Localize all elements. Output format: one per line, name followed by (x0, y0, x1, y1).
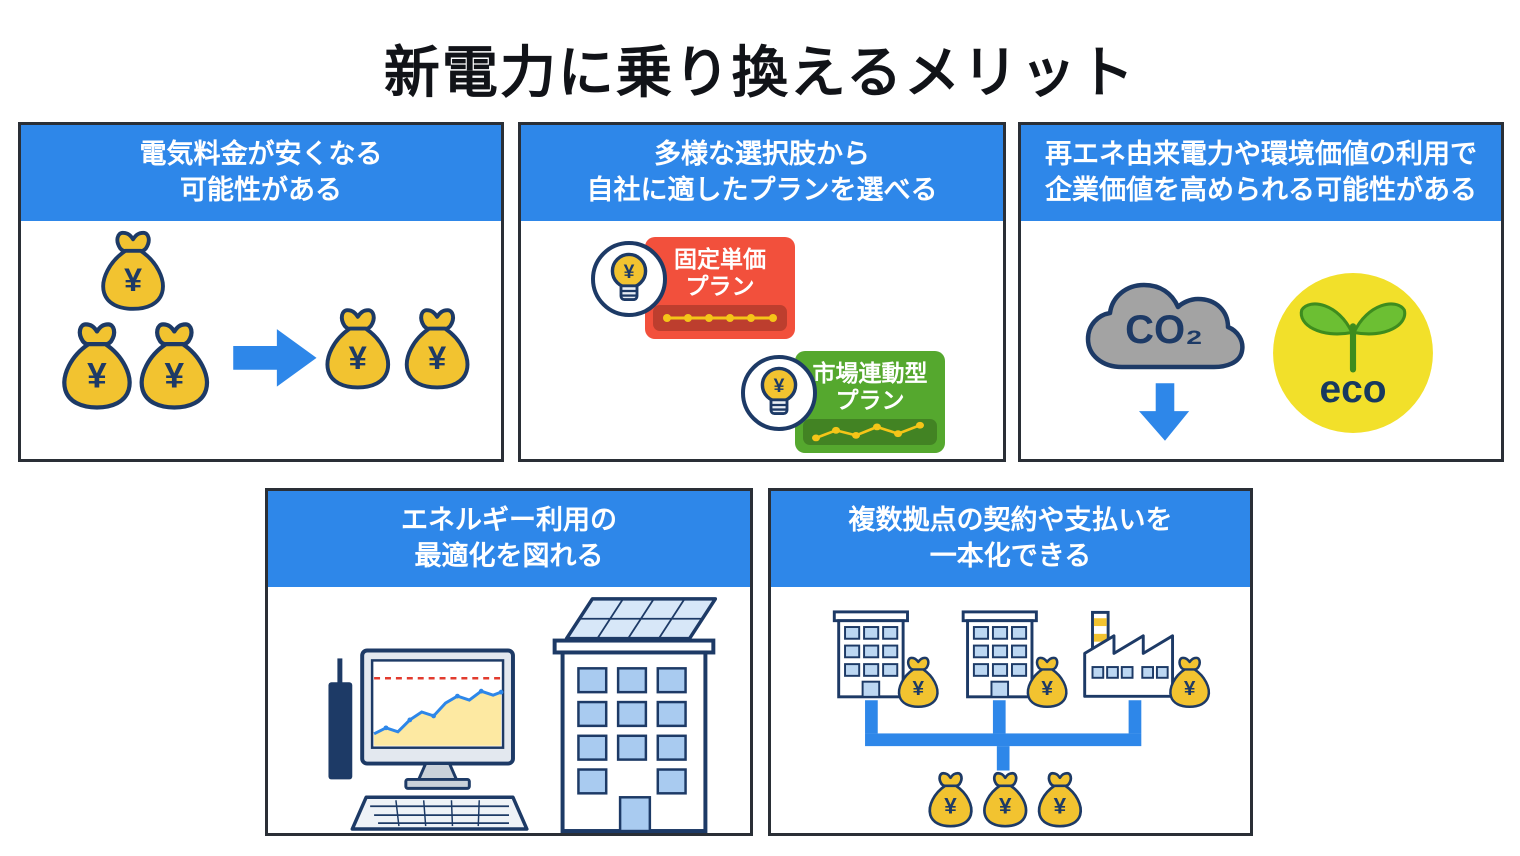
eco-label: eco (1319, 368, 1386, 411)
consolidation-illustration: ¥ ¥ ¥ ¥ (832, 610, 1211, 828)
fixed-price-plan: ¥ 固定単価 プラン (589, 237, 795, 340)
money-bag-icon: ¥ (897, 656, 939, 709)
plan-label-line: プラン (685, 272, 755, 299)
yen-symbol: ¥ (349, 339, 368, 376)
lightbulb-yen-icon: ¥ (591, 241, 667, 317)
monitor-chart-icon (360, 648, 515, 790)
solar-building-icon (552, 597, 718, 833)
money-bag-icon: ¥ (142, 324, 207, 407)
plan-label-line: プラン (835, 386, 905, 413)
yen-symbol: ¥ (165, 357, 185, 396)
money-bag-icon: ¥ (404, 308, 470, 390)
header-line: 自社に適したプランを選べる (586, 175, 938, 205)
card-plan-choice: 多様な選択肢から 自社に適したプランを選べる ¥ 固定単価 プラン (518, 122, 1006, 462)
money-bags-illustration: ¥ ¥ ¥ ¥ ¥ (21, 230, 470, 459)
building-door (618, 796, 652, 833)
yen-symbol: ¥ (124, 262, 142, 298)
header-line: 一本化できる (929, 541, 1092, 571)
energy-optimization-illustration (328, 597, 718, 833)
market-linked-plan-box: 市場連動型 プラン (795, 351, 945, 454)
keyboard-icon (350, 795, 529, 831)
card-cheaper-bills: 電気料金が安くなる 可能性がある ¥ ¥ ¥ ¥ ¥ (18, 122, 504, 462)
co2-cloud-icon: CO₂ (1085, 282, 1245, 370)
pc-tower-icon (328, 658, 353, 780)
header-line: 複数拠点の契約や支払いを (848, 505, 1173, 536)
card-cheaper-bills-header: 電気料金が安くなる 可能性がある (21, 125, 501, 221)
yen-symbol: ¥ (944, 794, 957, 819)
header-line: 可能性がある (180, 175, 342, 205)
money-bag-icon: ¥ (1037, 771, 1083, 828)
yen-symbol: ¥ (999, 794, 1012, 819)
plan-label-line: 固定単価 (674, 246, 766, 272)
yen-symbol: ¥ (87, 357, 107, 396)
card-consolidate-payments-header: 複数拠点の契約や支払いを 一本化できる (771, 491, 1250, 587)
arrow-down-icon (1139, 383, 1190, 441)
header-line: 最適化を図れる (414, 541, 604, 571)
plan-label-line: 市場連動型 (812, 360, 928, 386)
money-bag-icon: ¥ (325, 308, 391, 390)
yen-symbol: ¥ (624, 261, 635, 283)
yen-symbol: ¥ (1041, 677, 1053, 700)
arrow-right-icon (233, 329, 317, 387)
money-bag-icon: ¥ (64, 324, 129, 407)
card-energy-optimization-body (268, 587, 750, 833)
money-bag-icon: ¥ (1026, 656, 1068, 709)
eco-leaf-icon: eco (1273, 273, 1433, 433)
money-bag-icon: ¥ (1169, 656, 1211, 709)
yen-symbol: ¥ (912, 677, 924, 700)
office-building-icon (832, 610, 909, 699)
header-line: 再エネ由来電力や環境価値の利用で (1045, 139, 1477, 170)
card-consolidate-payments-body: ¥ ¥ ¥ ¥ (771, 587, 1250, 833)
card-plan-choice-header: 多様な選択肢から 自社に適したプランを選べる (521, 125, 1003, 221)
yen-symbol: ¥ (1184, 677, 1196, 700)
card-renewable-value-header: 再エネ由来電力や環境価値の利用で 企業価値を高められる可能性がある (1021, 125, 1501, 221)
card-plan-choice-body: ¥ 固定単価 プラン (521, 221, 1003, 459)
header-line: 電気料金が安くなる (139, 139, 383, 170)
yen-symbol: ¥ (774, 375, 785, 397)
card-energy-optimization-header: エネルギー利用の 最適化を図れる (268, 491, 750, 587)
factory-icon (1083, 610, 1175, 698)
header-line: 企業価値を高められる可能性がある (1045, 175, 1477, 205)
market-linked-plan: ¥ 市場連動型 プラン (739, 351, 945, 454)
yen-symbol: ¥ (1054, 794, 1067, 819)
page-title: 新電力に乗り換えるメリット (383, 41, 1137, 104)
money-bag-icon: ¥ (983, 771, 1028, 828)
co2-label: CO₂ (1125, 308, 1203, 352)
yen-symbol: ¥ (428, 339, 447, 376)
office-building-icon (961, 610, 1038, 699)
header-line: 多様な選択肢から (654, 139, 870, 170)
card-consolidate-payments: 複数拠点の契約や支払いを 一本化できる ¥ ¥ ¥ (768, 488, 1253, 836)
card-renewable-value: 再エネ由来電力や環境価値の利用で 企業価値を高められる可能性がある CO₂ ec… (1018, 122, 1504, 462)
header-line: エネルギー利用の (401, 505, 617, 536)
fixed-price-plan-box: 固定単価 プラン (645, 237, 795, 340)
market-price-chart-icon (803, 419, 937, 446)
money-bag-icon: ¥ (928, 771, 973, 828)
card-renewable-value-body: CO₂ eco (1021, 221, 1501, 459)
lightbulb-yen-icon: ¥ (741, 355, 817, 431)
card-cheaper-bills-body: ¥ ¥ ¥ ¥ ¥ (21, 221, 501, 459)
bracket-connector (865, 700, 1142, 771)
money-bag-icon: ¥ (101, 230, 165, 311)
flat-price-chart-icon (653, 305, 787, 332)
card-energy-optimization: エネルギー利用の 最適化を図れる (265, 488, 753, 836)
